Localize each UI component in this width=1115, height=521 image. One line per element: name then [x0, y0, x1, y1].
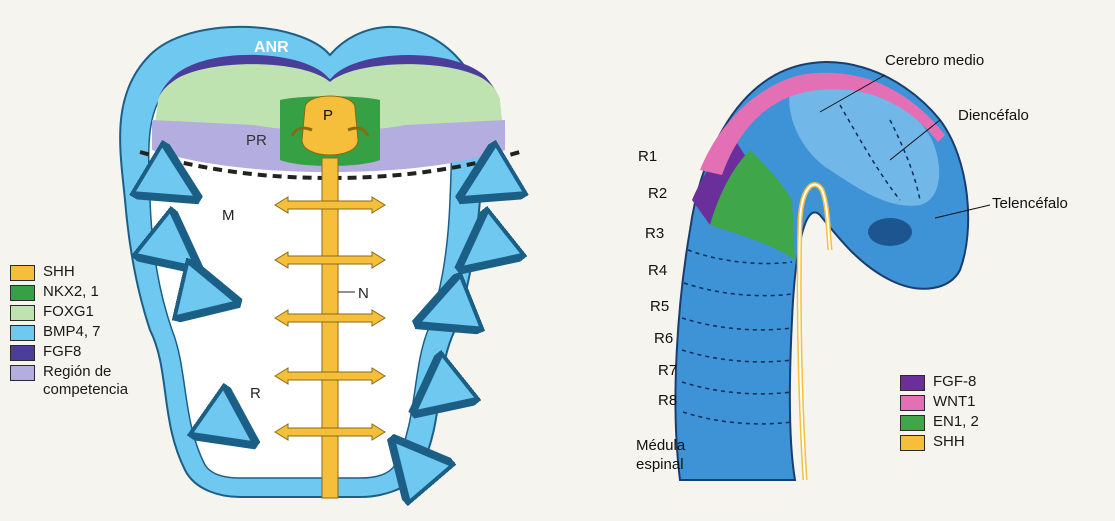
legend-item: SHH	[10, 263, 170, 281]
shh-notochord	[321, 157, 339, 499]
legend-label: EN1, 2	[933, 413, 979, 430]
legend-label: NKX2, 1	[43, 283, 99, 300]
legend-item: WNT1	[900, 393, 1020, 411]
leader-lines	[819, 74, 991, 219]
legend-swatch	[900, 375, 925, 391]
legend-swatch	[900, 435, 925, 451]
label-r2: R2	[648, 185, 668, 202]
legend-label: BMP4, 7	[43, 323, 101, 340]
shh-signal-arrows	[274, 126, 386, 441]
label-r7: R7	[658, 362, 678, 379]
legend-label: FGF8	[43, 343, 82, 360]
label-telencefalo: Telencéfalo	[992, 195, 1068, 212]
label-p: P	[323, 107, 333, 124]
legend-item: FGF-8	[900, 373, 1020, 391]
legend-left: SHH NKX2, 1 FOXG1 BMP4, 7 FGF8 Región de…	[10, 263, 170, 401]
label-medula: Médula espinal	[636, 437, 686, 473]
label-pr: PR	[246, 132, 267, 149]
wnt1-band	[700, 72, 945, 175]
legend-item: NKX2, 1	[10, 283, 170, 301]
legend-item: FOXG1	[10, 303, 170, 321]
legend-item: FGF8	[10, 343, 170, 361]
legend-swatch	[900, 395, 925, 411]
bmp-signal-arrows	[140, 180, 518, 475]
en12-band	[710, 150, 795, 260]
label-m: M	[222, 207, 235, 224]
label-r: R	[250, 385, 261, 402]
shh-prechordal	[301, 95, 359, 156]
legend-item: EN1, 2	[900, 413, 1020, 431]
legend-swatch	[10, 305, 35, 321]
legend-swatch	[10, 265, 35, 281]
brain-tube-svg	[674, 61, 991, 481]
legend-swatch	[10, 325, 35, 341]
legend-label: WNT1	[933, 393, 976, 410]
label-r6: R6	[654, 330, 674, 347]
label-r8: R8	[658, 392, 678, 409]
label-r1: R1	[638, 148, 658, 165]
fgf8-band	[692, 140, 748, 225]
telencephalic-vesicle	[868, 218, 912, 246]
rhombomere-boundaries	[681, 104, 921, 425]
legend-swatch	[10, 345, 35, 361]
label-n: N	[358, 285, 369, 302]
label-anr: ANR	[254, 39, 289, 56]
legend-swatch	[10, 365, 35, 381]
brain-tube-diagram: Cerebro medio Diencéfalo Telencéfalo R1 …	[560, 0, 1115, 516]
label-r3: R3	[645, 225, 665, 242]
label-diencefalo: Diencéfalo	[958, 107, 1029, 124]
legend-item: SHH	[900, 433, 1020, 451]
legend-swatch	[10, 285, 35, 301]
legend-label: FGF-8	[933, 373, 977, 390]
legend-label: FOXG1	[43, 303, 94, 320]
legend-right: FGF-8 WNT1 EN1, 2 SHH	[900, 373, 1020, 453]
legend-swatch	[900, 415, 925, 431]
legend-label: Región de competencia	[43, 363, 129, 398]
label-r4: R4	[648, 262, 668, 279]
legend-label: SHH	[43, 263, 75, 280]
label-r5: R5	[650, 298, 670, 315]
legend-label: SHH	[933, 433, 965, 450]
neural-plate-diagram: ANR P PR M N R SHH NKX2, 1 FOXG1 BMP4, 7…	[0, 0, 560, 516]
label-cerebro-medio: Cerebro medio	[885, 52, 985, 69]
tube-highlight	[789, 82, 940, 206]
legend-item: BMP4, 7	[10, 323, 170, 341]
neural-plate-svg: ANR P PR M N R	[119, 25, 560, 516]
shh-floor-plate-core	[798, 183, 831, 481]
legend-item: Región de competencia	[10, 363, 170, 399]
